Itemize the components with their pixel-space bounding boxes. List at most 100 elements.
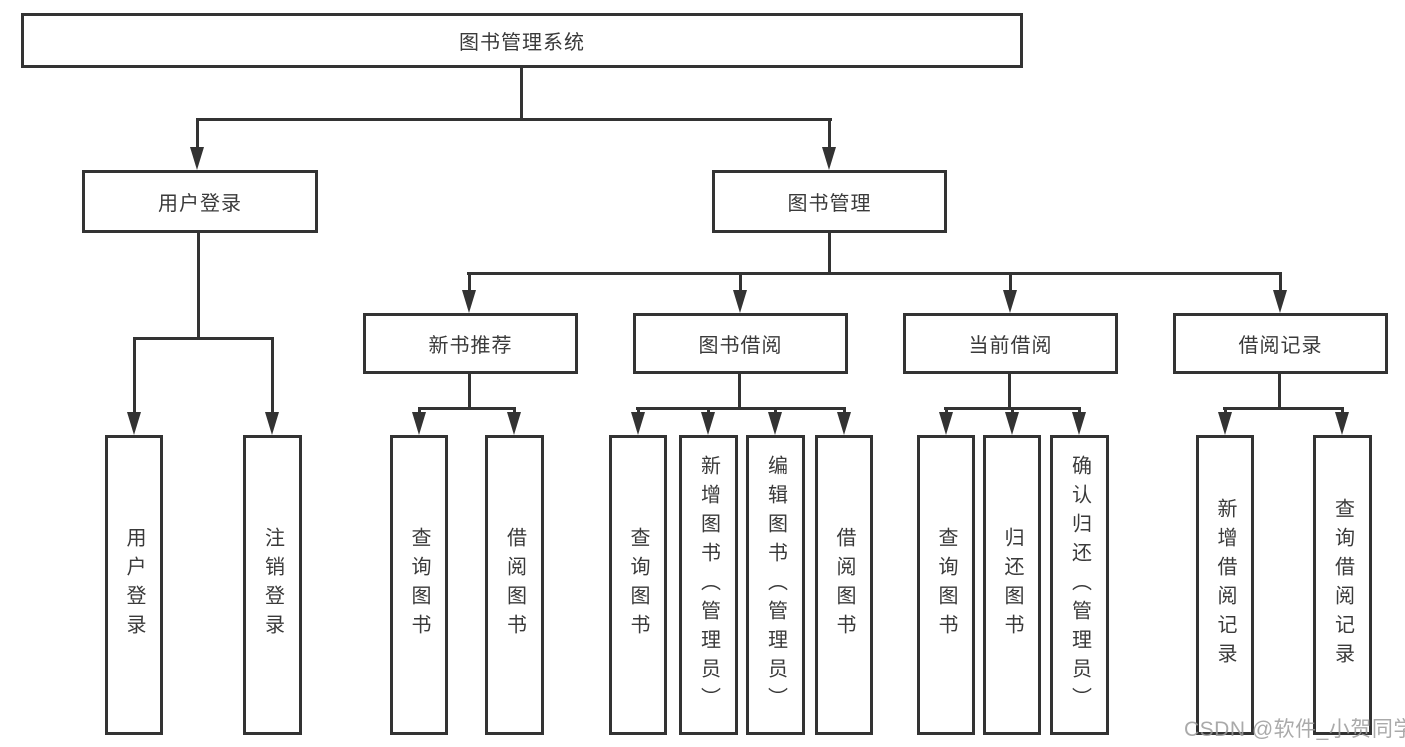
connector-drop-category xyxy=(733,274,747,313)
leaf-borrow-book-recommend: 借阅图书 xyxy=(485,435,544,735)
node-cat-book-borrow: 图书借阅 xyxy=(633,313,848,374)
connector-drop-leaf xyxy=(837,409,851,435)
leaf-label: 新增图书（管理员） xyxy=(697,454,720,716)
connector-stem xyxy=(636,409,640,412)
connector-level2-horizontal xyxy=(196,118,832,121)
connector-cat2-vertical xyxy=(738,374,741,410)
connector-stem xyxy=(512,409,516,412)
leaf-query-book-borrow: 查询图书 xyxy=(609,435,667,735)
arrow-down-icon xyxy=(127,412,141,435)
leaf-label: 查询图书 xyxy=(627,527,649,643)
leaf-label: 借阅图书 xyxy=(833,527,855,643)
leaf-label: 确认归还（管理员） xyxy=(1068,454,1091,716)
leaf-label: 查询借阅记录 xyxy=(1331,498,1354,672)
leaf-logout: 注销登录 xyxy=(243,435,302,735)
leaf-label: 注销登录 xyxy=(261,527,284,643)
connector-book-mgmt-vertical xyxy=(828,233,831,274)
connector-drop-book-management xyxy=(822,120,836,170)
leaf-return-book: 归还图书 xyxy=(983,435,1041,735)
arrow-down-icon xyxy=(190,147,204,170)
connector-stem xyxy=(1278,274,1282,290)
leaf-query-borrow-record: 查询借阅记录 xyxy=(1313,435,1372,735)
connector-drop-leaf xyxy=(127,339,141,435)
connector-drop-leaf xyxy=(939,409,953,435)
connector-drop-leaf xyxy=(1335,409,1349,435)
arrow-down-icon xyxy=(462,290,476,313)
node-user-login-label: 用户登录 xyxy=(158,193,242,215)
connector-cat3-vertical xyxy=(1008,374,1011,410)
leaf-query-book-recommend: 查询图书 xyxy=(390,435,448,735)
arrow-down-icon xyxy=(631,412,645,435)
connector-cat3-horizontal xyxy=(944,407,1081,410)
arrow-down-icon xyxy=(507,412,521,435)
connector-drop-category xyxy=(1273,274,1287,313)
leaf-user-login: 用户登录 xyxy=(105,435,163,735)
connector-drop-leaf xyxy=(1218,409,1232,435)
connector-stem xyxy=(270,339,274,412)
arrow-down-icon xyxy=(1218,412,1232,435)
node-user-login: 用户登录 xyxy=(82,170,318,233)
connector-drop-leaf xyxy=(507,409,521,435)
connector-user-login-horizontal xyxy=(133,337,274,340)
connector-drop-leaf xyxy=(768,409,782,435)
connector-cat2-horizontal xyxy=(636,407,846,410)
leaf-label: 归还图书 xyxy=(1001,527,1023,643)
leaf-label: 借阅图书 xyxy=(503,527,526,643)
node-cat-label: 图书借阅 xyxy=(698,335,783,357)
node-cat-label: 当前借阅 xyxy=(968,335,1053,357)
leaf-query-book-current: 查询图书 xyxy=(917,435,975,735)
connector-stem xyxy=(1008,274,1012,290)
leaf-label: 查询图书 xyxy=(935,527,957,643)
node-book-management-label: 图书管理 xyxy=(787,193,872,215)
arrow-down-icon xyxy=(1003,290,1017,313)
node-root-label: 图书管理系统 xyxy=(459,32,585,54)
connector-stem xyxy=(706,409,710,412)
arrow-down-icon xyxy=(768,412,782,435)
connector-cat4-vertical xyxy=(1278,374,1281,410)
node-cat-current-borrow: 当前借阅 xyxy=(903,313,1118,374)
connector-drop-category xyxy=(462,274,476,313)
leaf-confirm-return-admin: 确认归还（管理员） xyxy=(1050,435,1109,735)
leaf-label: 编辑图书（管理员） xyxy=(764,454,787,716)
arrow-down-icon xyxy=(939,412,953,435)
arrow-down-icon xyxy=(733,290,747,313)
leaf-label: 查询图书 xyxy=(408,527,430,643)
connector-root-vertical xyxy=(520,67,523,121)
connector-stem xyxy=(944,409,948,412)
node-cat-label: 借阅记录 xyxy=(1238,335,1323,357)
node-cat-borrow-record: 借阅记录 xyxy=(1173,313,1388,374)
connector-stem xyxy=(842,409,846,412)
connector-stem xyxy=(773,409,777,412)
arrow-down-icon xyxy=(1273,290,1287,313)
connector-drop-user-login xyxy=(190,120,204,170)
leaf-add-borrow-record: 新增借阅记录 xyxy=(1196,435,1254,735)
connector-drop-leaf xyxy=(1072,409,1086,435)
connector-stem xyxy=(1010,409,1014,412)
connector-stem xyxy=(1340,409,1344,412)
leaf-edit-book-admin: 编辑图书（管理员） xyxy=(746,435,805,735)
connector-stem xyxy=(467,274,471,290)
arrow-down-icon xyxy=(837,412,851,435)
connector-categories-horizontal xyxy=(467,272,1282,275)
connector-stem xyxy=(738,274,742,290)
connector-cat4-horizontal xyxy=(1223,407,1344,410)
connector-stem xyxy=(417,409,421,412)
connector-drop-category xyxy=(1003,274,1017,313)
arrow-down-icon xyxy=(1072,412,1086,435)
connector-drop-leaf xyxy=(265,339,279,435)
connector-stem xyxy=(132,339,136,412)
connector-stem xyxy=(1077,409,1081,412)
connector-drop-leaf xyxy=(631,409,645,435)
arrow-down-icon xyxy=(822,147,836,170)
arrow-down-icon xyxy=(701,412,715,435)
arrow-down-icon xyxy=(412,412,426,435)
arrow-down-icon xyxy=(1005,412,1019,435)
connector-cat1-horizontal xyxy=(418,407,516,410)
node-book-management: 图书管理 xyxy=(712,170,947,233)
connector-drop-leaf xyxy=(412,409,426,435)
connector-stem xyxy=(1223,409,1227,412)
leaf-label: 用户登录 xyxy=(123,527,145,643)
leaf-borrow-book: 借阅图书 xyxy=(815,435,873,735)
node-cat-label: 新书推荐 xyxy=(428,335,513,357)
